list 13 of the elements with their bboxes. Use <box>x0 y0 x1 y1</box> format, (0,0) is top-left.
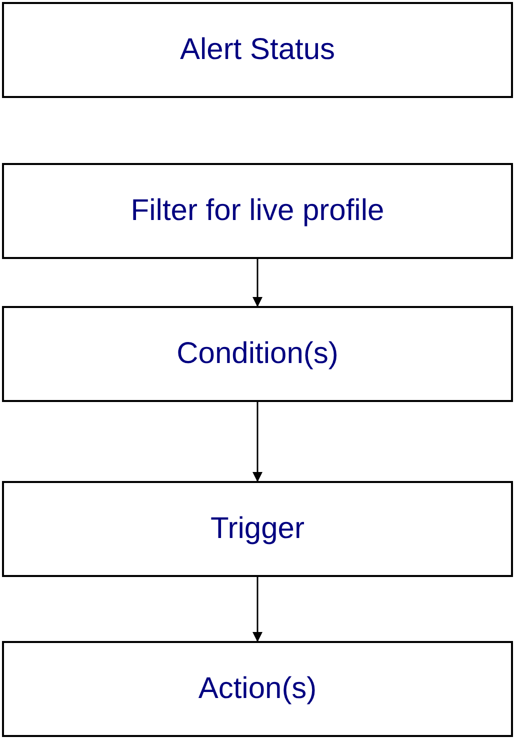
arrow <box>252 577 262 642</box>
box-label: Filter for live profile <box>130 193 384 230</box>
process-box <box>2 641 513 737</box>
box-label: Alert Status <box>180 32 336 68</box>
box-label: Action(s) <box>198 671 317 708</box>
box-label: Trigger <box>210 511 304 548</box>
process-box <box>2 306 513 402</box>
process-box <box>2 481 513 577</box>
box-label: Condition(s) <box>176 336 338 372</box>
arrow <box>252 259 262 307</box>
arrow <box>252 402 262 482</box>
process-box <box>2 163 513 259</box>
process-box <box>2 2 513 98</box>
